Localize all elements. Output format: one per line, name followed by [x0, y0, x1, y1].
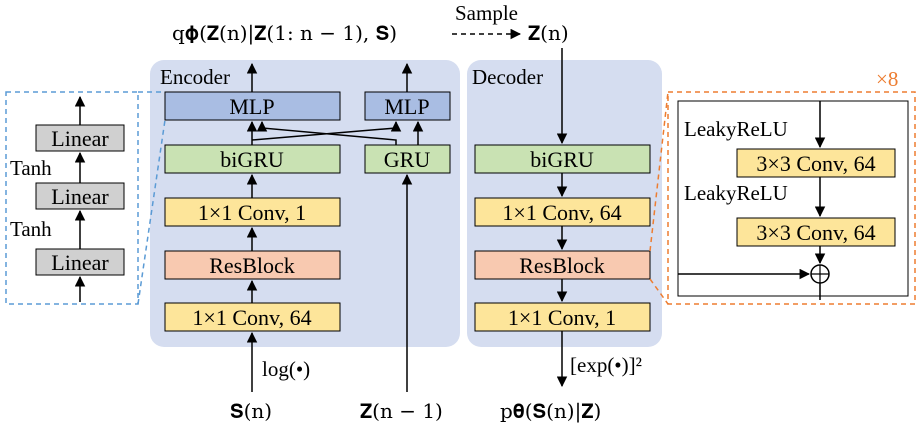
linear-mid-label: Linear [51, 184, 109, 209]
decoder-bigru-box [474, 144, 651, 174]
leaky-2-label: LeakyReLU [684, 181, 788, 205]
tanh-1-label: Tanh [10, 156, 52, 180]
linear-top-label: Linear [51, 126, 109, 151]
decoder-bigru-label: biGRU [530, 147, 594, 172]
res-conv-1-box [736, 148, 896, 178]
input-zprev-label: 𝐙(n − 1) [360, 399, 443, 423]
decoder-conv1-box [474, 302, 651, 332]
exp-label: [exp(•)]² [570, 353, 642, 377]
encoder-conv1-label: 1×1 Conv, 1 [198, 200, 306, 225]
resblock-detail-frame [667, 91, 916, 305]
repeat-label: ×8 [876, 67, 898, 91]
encoder-bigru-box [164, 144, 341, 174]
res-conv-2-box [736, 217, 896, 247]
decoder-title: Decoder [472, 65, 543, 89]
encoder-gru-box [364, 144, 451, 174]
z-n-label: 𝐙(n) [528, 21, 569, 45]
decoder-conv1-label: 1×1 Conv, 1 [508, 305, 616, 330]
mlp-detail-frame [5, 91, 139, 305]
encoder-mlp-right-box [364, 91, 451, 121]
res-conv-1-label: 3×3 Conv, 64 [756, 151, 875, 176]
encoder-resblock-box [164, 250, 341, 280]
encoder-mlp-left-box [164, 91, 341, 121]
encoder-bigru-label: biGRU [220, 147, 284, 172]
input-s-label: 𝐒(n) [230, 399, 272, 423]
res-conv-2-label: 3×3 Conv, 64 [756, 220, 875, 245]
linear-mid-box [35, 182, 125, 210]
arrow-bigru-to-mlp-right [251, 120, 402, 141]
decoder-resblock-label: ResBlock [519, 253, 605, 278]
log-label: log(•) [262, 357, 310, 381]
encoder-title: Encoder [160, 65, 230, 89]
encoder-mlp-left-label: MLP [229, 94, 274, 119]
mlp-zoom-line-bottom [137, 119, 166, 305]
posterior-label: q𝛟(𝐙(n)|𝐙(1: n − 1), 𝐒) [172, 21, 397, 46]
encoder-mlp-right-label: MLP [384, 94, 429, 119]
sample-label: Sample [455, 1, 518, 25]
encoder-conv1-box [164, 197, 341, 227]
linear-bottom-box [35, 248, 125, 276]
res-inner-frame [677, 100, 909, 297]
decoder-conv64-box [474, 197, 651, 227]
encoder-resblock-label: ResBlock [209, 253, 295, 278]
encoder-gru-label: GRU [384, 147, 431, 172]
likelihood-label: p𝛉(𝐒(n)|𝐙) [500, 399, 601, 424]
tanh-2-label: Tanh [10, 217, 52, 241]
linear-bottom-label: Linear [51, 250, 109, 275]
leaky-1-label: LeakyReLU [684, 117, 788, 141]
decoder-resblock-box [474, 250, 651, 280]
encoder-conv64-label: 1×1 Conv, 64 [192, 305, 311, 330]
arrow-gru-to-mlp-left [256, 120, 397, 145]
decoder-conv64-label: 1×1 Conv, 64 [502, 200, 621, 225]
encoder-conv64-box [164, 302, 341, 332]
